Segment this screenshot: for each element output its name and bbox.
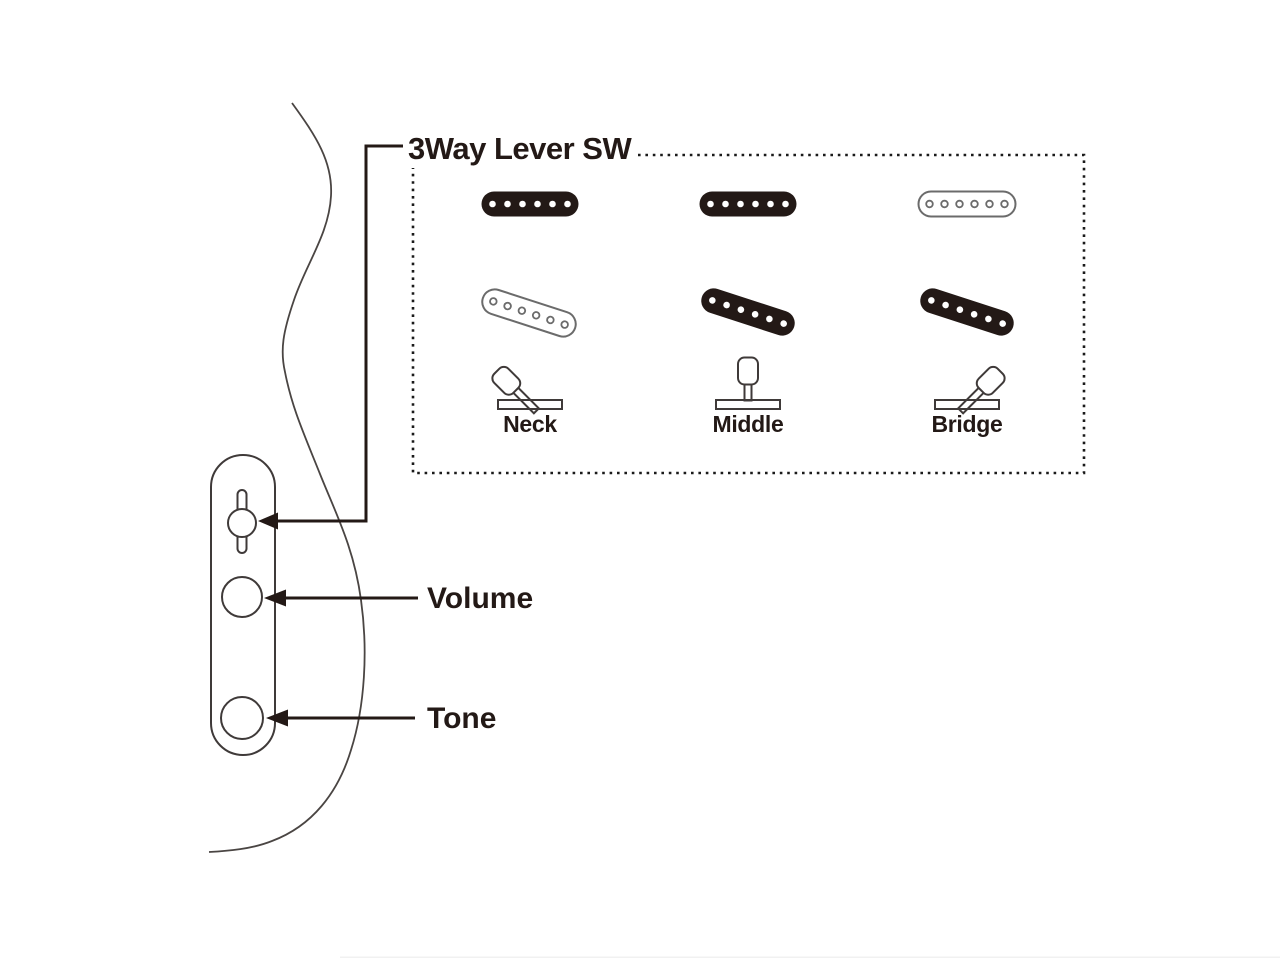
tone-pointer-arrowhead: [266, 709, 288, 727]
switch-pointer: [258, 144, 403, 530]
lever-icon: [491, 365, 563, 415]
switch-title: 3Way Lever SW: [408, 131, 632, 166]
guitar-body-outline: [208, 102, 366, 853]
lever-icon: [715, 356, 781, 410]
volume-knob[interactable]: [221, 576, 263, 618]
volume-label: Volume: [427, 582, 534, 615]
control-plate: [210, 454, 276, 756]
neck-pickup: [480, 190, 580, 218]
lever-icon: [934, 365, 1006, 415]
tone-knob[interactable]: [220, 696, 264, 740]
switch-panel-border: [411, 153, 1086, 475]
tone-label: Tone: [427, 702, 497, 735]
switch-pointer-arrowhead: [258, 512, 278, 530]
bridge-pickup: [697, 284, 799, 340]
switch-pointer-line: [278, 144, 403, 523]
image-bottom-edge: [340, 956, 1280, 958]
switch-position-bridge: [916, 190, 1018, 415]
switch-position-neck: [478, 190, 580, 415]
neck-pickup: [698, 190, 798, 218]
volume-pointer-arrowhead: [264, 589, 286, 607]
bridge-pickup: [916, 284, 1018, 340]
position-label-bridge: Bridge: [931, 411, 1003, 437]
switch-tip: [227, 508, 257, 538]
bridge-pickup: [478, 285, 580, 341]
tone-pointer: [266, 709, 415, 727]
lever-switch[interactable]: [227, 489, 257, 554]
switch-position-middle: [697, 190, 799, 410]
position-label-middle: Middle: [712, 411, 784, 437]
position-label-neck: Neck: [503, 411, 557, 437]
volume-pointer: [264, 589, 418, 607]
neck-pickup: [917, 190, 1017, 218]
